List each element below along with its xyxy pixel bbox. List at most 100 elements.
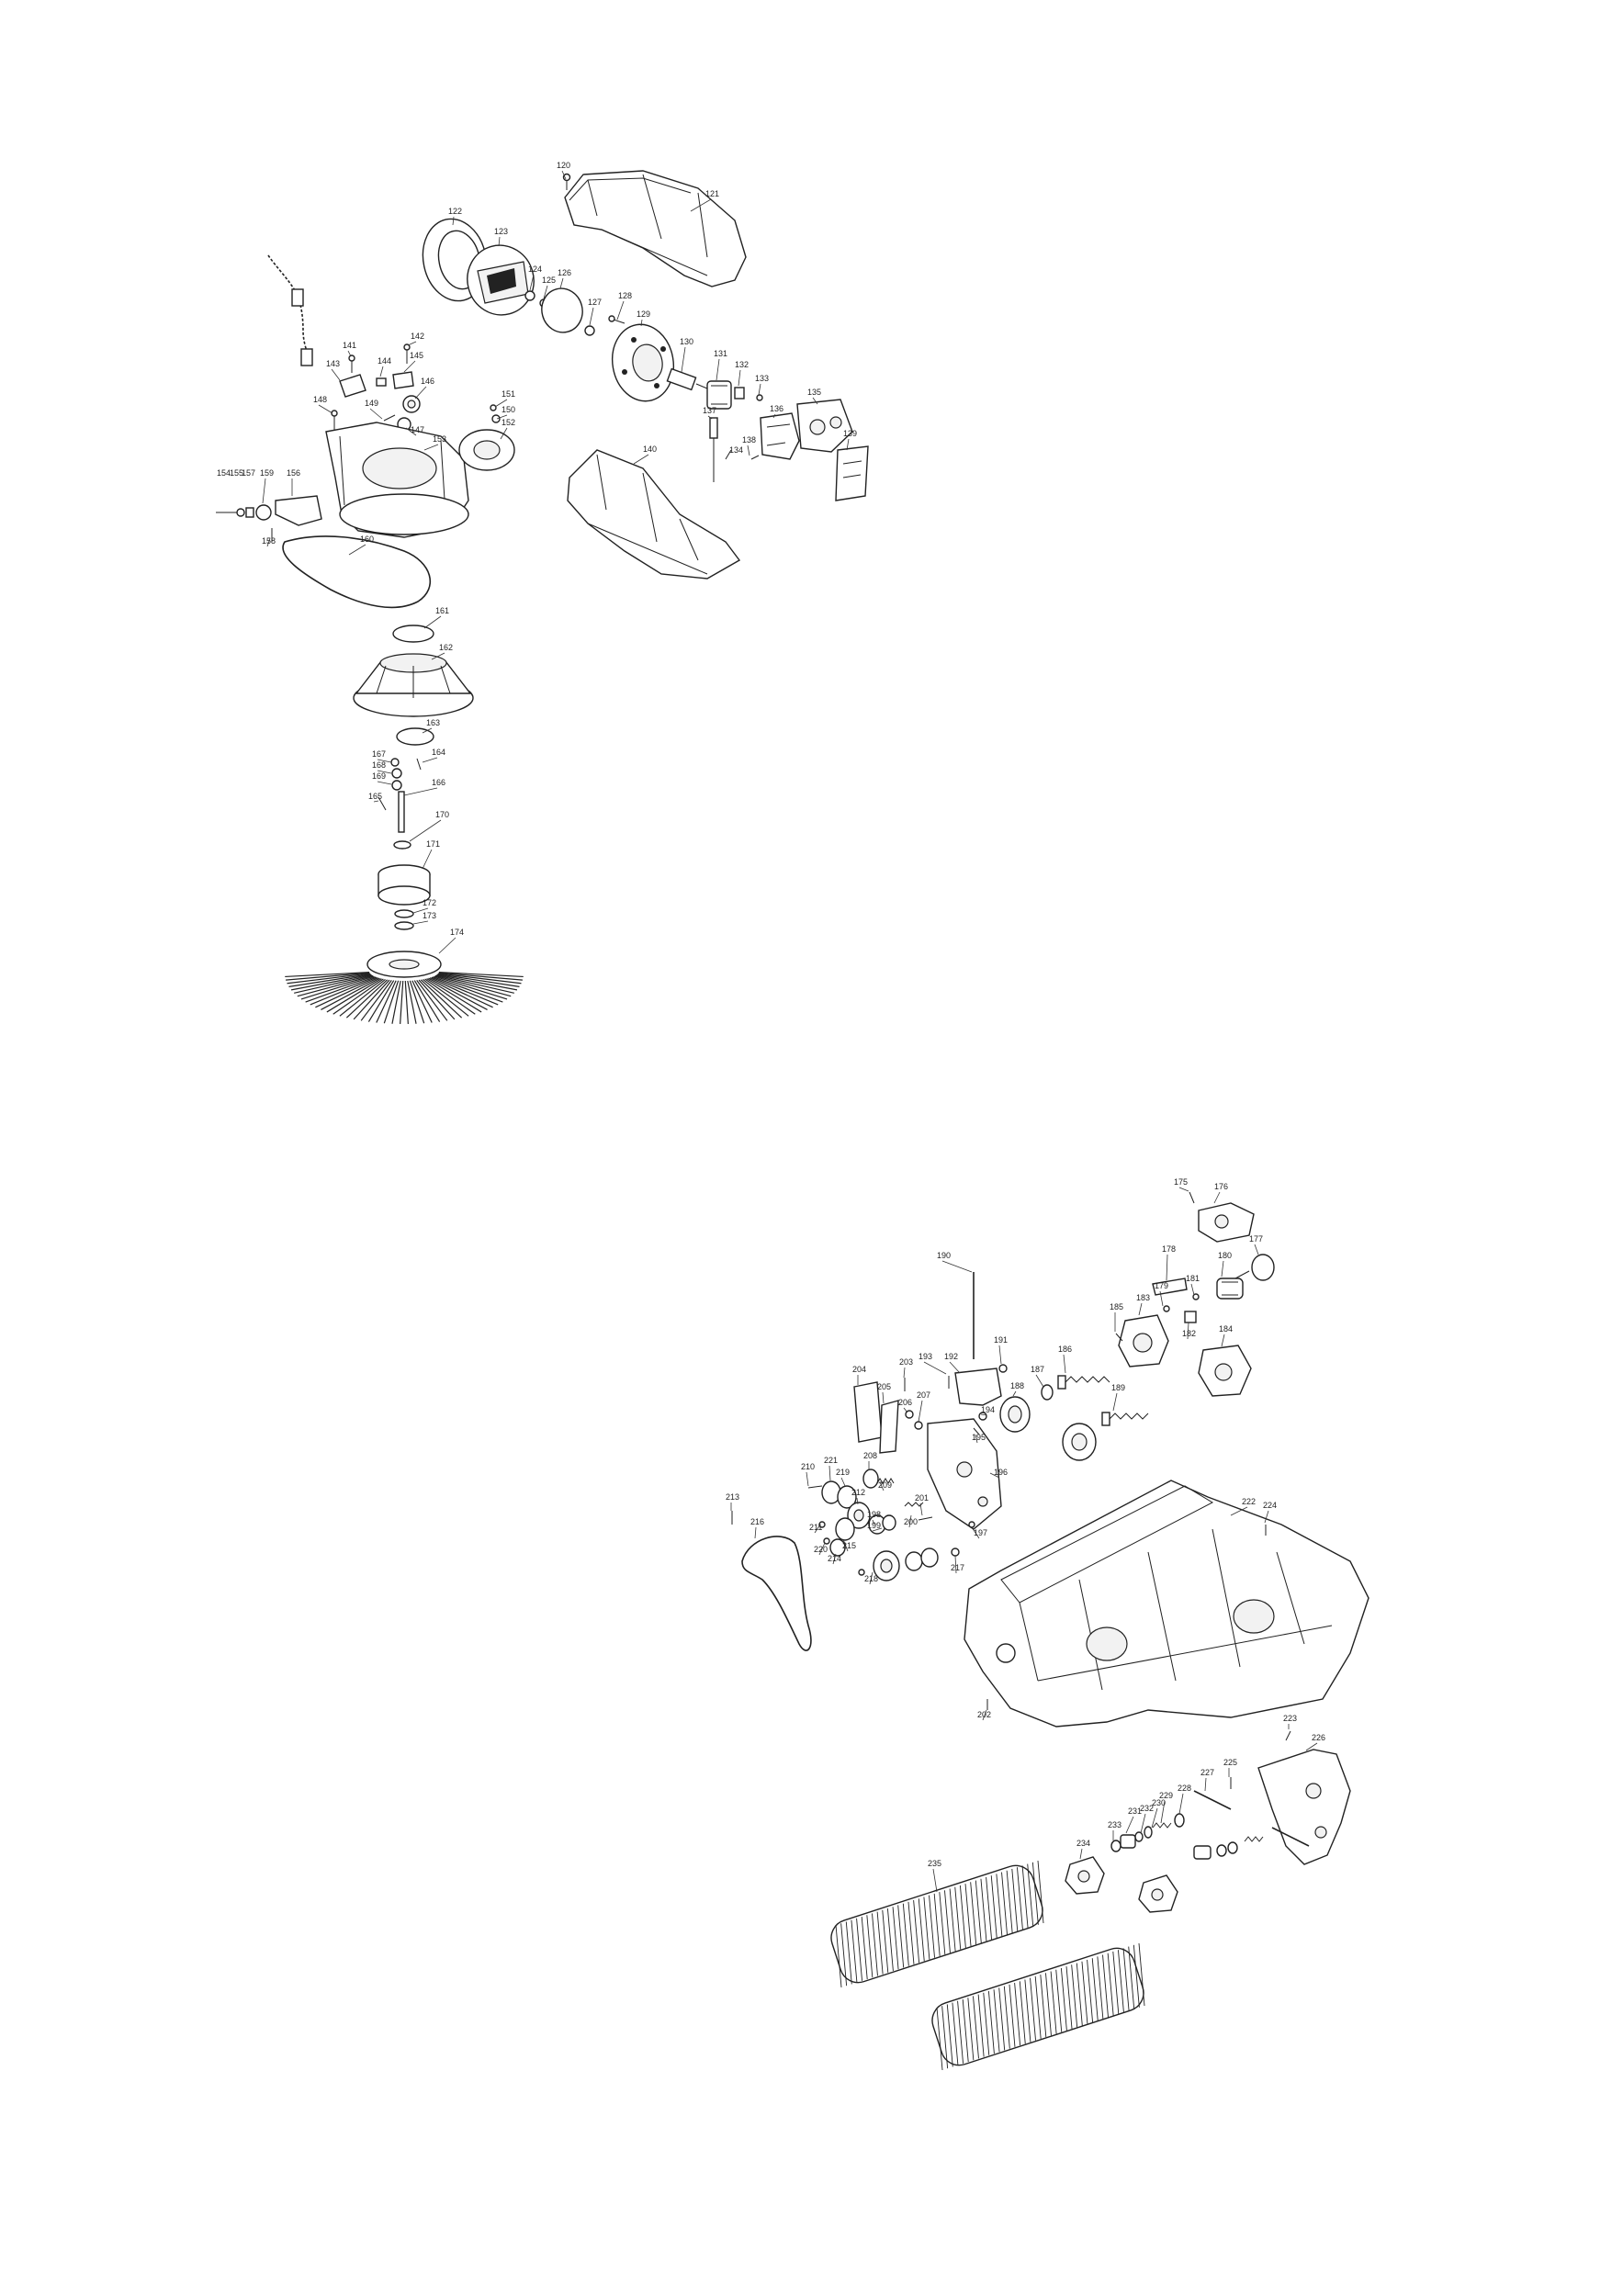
part-232-washer [1134, 1831, 1144, 1842]
part-234-end-cap [1065, 1856, 1105, 1895]
part-201-pin [918, 1516, 933, 1521]
upper-assembly [216, 170, 869, 1025]
leader-line-132 [738, 369, 741, 387]
callout-147: 147 [411, 425, 424, 434]
roller-bristle [980, 1878, 987, 1941]
roller-bristle [907, 1901, 915, 1964]
callout-221: 221 [824, 1456, 838, 1465]
roller-bristle [913, 1900, 920, 1964]
part-134-screw [725, 449, 732, 460]
leader-line-158 [266, 537, 271, 547]
roller-bristle [872, 1913, 878, 1976]
callout-189: 189 [1111, 1383, 1125, 1392]
callout-128: 128 [618, 291, 632, 300]
roller-bristle [918, 1898, 925, 1962]
leader-line-217 [954, 1555, 957, 1574]
callout-181: 181 [1186, 1274, 1200, 1283]
callout-218: 218 [864, 1574, 878, 1583]
roller-bristle [957, 2000, 964, 2064]
callout-143: 143 [326, 359, 340, 368]
bristle [407, 980, 417, 1024]
leader-line-177 [1254, 1244, 1259, 1255]
leader-line-167 [377, 759, 392, 763]
callout-157: 157 [242, 468, 255, 478]
bristle [287, 973, 370, 985]
callout-227: 227 [1200, 1768, 1214, 1777]
callout-215: 215 [842, 1541, 856, 1550]
part-187-washer [1041, 1384, 1054, 1401]
roller-bristle [1055, 1969, 1063, 2032]
leader-line-140 [633, 454, 649, 465]
part-227-shaft [1193, 1790, 1232, 1810]
leader-line-201 [919, 1503, 923, 1516]
bristle [434, 975, 508, 1000]
bristle [300, 975, 375, 1000]
part-136-housing [760, 412, 800, 460]
roller-bristle [1003, 1986, 1010, 2049]
part-220-pin [823, 1537, 830, 1545]
leader-line-218 [869, 1571, 873, 1585]
roller-bristle [986, 1876, 993, 1940]
callout-133: 133 [755, 374, 769, 383]
callout-200: 200 [904, 1517, 918, 1526]
leader-line-228 [1178, 1793, 1184, 1815]
leader-line-229 [1160, 1800, 1166, 1824]
callout-149: 149 [365, 399, 378, 408]
leader-line-209 [879, 1481, 885, 1491]
callout-165: 165 [368, 792, 382, 801]
callout-233: 233 [1108, 1820, 1121, 1829]
roller-bristle [1040, 1975, 1047, 2038]
part-143-connector [339, 374, 366, 398]
part-159-roller [255, 504, 272, 521]
callout-150: 150 [502, 405, 515, 414]
part-229-spring [1152, 1822, 1172, 1829]
roller-bristle [944, 1890, 951, 1953]
part-170-washer [393, 840, 411, 850]
bristle [297, 974, 374, 997]
leader-line-176 [1213, 1191, 1221, 1204]
part-177-gear [1234, 1254, 1275, 1281]
leader-line-174 [438, 937, 456, 954]
leader-line-172 [412, 907, 429, 914]
leader-line-220 [818, 1542, 826, 1556]
part-157-spacer [245, 507, 254, 518]
bristle [285, 972, 370, 978]
part-121-upper-cover [564, 170, 747, 287]
callout-182: 182 [1182, 1329, 1196, 1338]
callout-196: 196 [994, 1468, 1008, 1477]
leader-line-124 [529, 274, 535, 291]
roller-bristle [1037, 1860, 1044, 1924]
leader-line-159 [262, 478, 266, 504]
bristle [436, 974, 518, 991]
leader-line-232 [1140, 1813, 1146, 1834]
callout-154: 154 [217, 468, 231, 478]
leader-line-149 [369, 408, 383, 420]
leader-line-224 [1264, 1510, 1269, 1524]
leader-line-207 [918, 1400, 923, 1423]
bristle [434, 974, 512, 997]
part-144-clip [376, 377, 387, 387]
part-219-gear [837, 1485, 857, 1509]
callout-124: 124 [528, 264, 542, 274]
leader-line-153 [423, 444, 439, 451]
leader-line-179 [1159, 1290, 1164, 1307]
leader-line-125 [543, 285, 548, 299]
roller-bristle [1045, 1973, 1052, 2036]
roller-bristle [929, 1895, 935, 1958]
callout-166: 166 [432, 778, 445, 787]
part-128-screw [608, 315, 626, 324]
bristle [423, 978, 469, 1017]
part-167-washer [390, 758, 400, 767]
callout-160: 160 [360, 535, 374, 544]
callout-132: 132 [735, 360, 749, 369]
part-191-washer [998, 1364, 1008, 1373]
part-162-brush-head [353, 653, 474, 717]
callout-151: 151 [502, 389, 515, 399]
callout-235: 235 [928, 1859, 941, 1868]
callout-168: 168 [372, 760, 386, 770]
roller-bristle [936, 2007, 943, 2071]
part-214-gear [829, 1538, 846, 1557]
callout-190: 190 [937, 1251, 951, 1260]
roller-bristle [840, 1923, 848, 1986]
part-138-screw [750, 455, 760, 460]
